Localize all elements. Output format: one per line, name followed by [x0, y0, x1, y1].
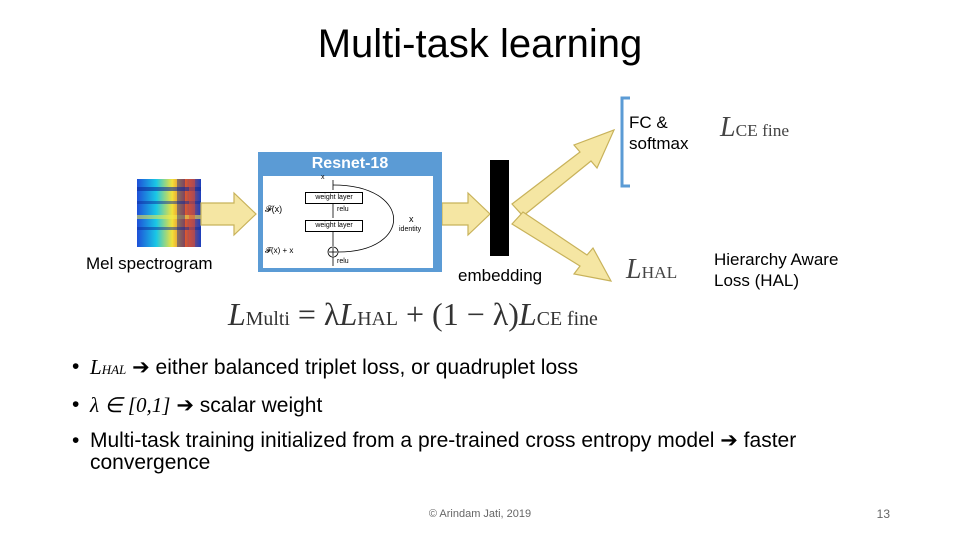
l-ce-fine-main: L [720, 112, 736, 143]
bullet-2-math: λ ∈ [0,1] [90, 393, 171, 417]
relu-middle: relu [337, 206, 349, 213]
eq-term1: L [339, 296, 358, 332]
residual-connections [327, 180, 394, 266]
identity-label: identity [399, 226, 422, 233]
fx-label: 𝓕(x) [265, 204, 283, 214]
embedding-label: embedding [458, 266, 543, 285]
fc-bracket [620, 96, 630, 188]
bullet-2-text: ➔ scalar weight [170, 394, 323, 417]
eq-equals-lambda: = λ [289, 296, 340, 332]
page-number: 13 [876, 507, 890, 521]
mel-spectrogram-label: Mel spectrogram [86, 254, 213, 273]
residual-block-figure: x weight layer relu weight layer 𝓕(x) 𝓕(… [263, 174, 433, 268]
fx-plus-x-label: 𝓕(x) + x [265, 246, 294, 255]
bullet-1-math-sub: HAL [101, 362, 127, 377]
mel-spectrogram-image [137, 179, 201, 247]
weight-layer-top: weight layer [305, 192, 363, 204]
resnet-block: Resnet-18 x weight layer relu weight lay… [258, 152, 442, 272]
eq-lhs: L [228, 296, 246, 332]
l-hal-main: L [626, 254, 642, 285]
hal-label: Hierarchy Aware Loss (HAL) [714, 250, 839, 290]
resnet-title: Resnet-18 [311, 155, 389, 172]
arrow-to-embedding [441, 191, 491, 237]
l-ce-fine-symbol: LCE fine [720, 112, 789, 144]
bullet-3-text: Multi-task training initialized from a p… [90, 429, 797, 474]
x-input-label: x [321, 174, 325, 181]
l-ce-fine-sub: CE fine [735, 121, 790, 140]
embedding-bar [490, 160, 509, 256]
arrow-to-hal [511, 211, 613, 282]
eq-middle: + (1 − λ) [398, 296, 519, 332]
eq-term1-sub: HAL [357, 308, 398, 330]
multi-task-equation: LMulti = λLHAL + (1 − λ)LCE fine [228, 296, 598, 333]
eq-term2: L [518, 296, 537, 332]
slide-title: Multi-task learning [317, 22, 643, 66]
footer-copyright: © Arindam Jati, 2019 [428, 508, 532, 520]
eq-lhs-sub: Multi [245, 308, 290, 330]
bullet-1-math: LHAL [90, 355, 126, 379]
bullet-1-math-main: L [90, 355, 102, 379]
arrow-to-resnet [200, 191, 257, 237]
x-identity-label: x [409, 214, 414, 224]
eq-term2-sub: CE fine [536, 308, 598, 330]
arrow-to-fc [511, 128, 616, 217]
fc-softmax-label: FC & softmax [629, 113, 689, 153]
bullet-list: LHAL ➔ either balanced triplet loss, or … [72, 356, 852, 487]
relu-output: relu [337, 258, 349, 265]
weight-layer-bottom: weight layer [305, 220, 363, 232]
bullet-item: Multi-task training initialized from a p… [72, 430, 852, 474]
bullet-item: LHAL ➔ either balanced triplet loss, or … [72, 356, 852, 381]
l-hal-symbol: LHAL [626, 254, 677, 286]
bullet-1-text: ➔ either balanced triplet loss, or quadr… [126, 356, 579, 379]
bullet-item: λ ∈ [0,1] ➔ scalar weight [72, 394, 852, 417]
l-hal-sub: HAL [641, 263, 678, 282]
